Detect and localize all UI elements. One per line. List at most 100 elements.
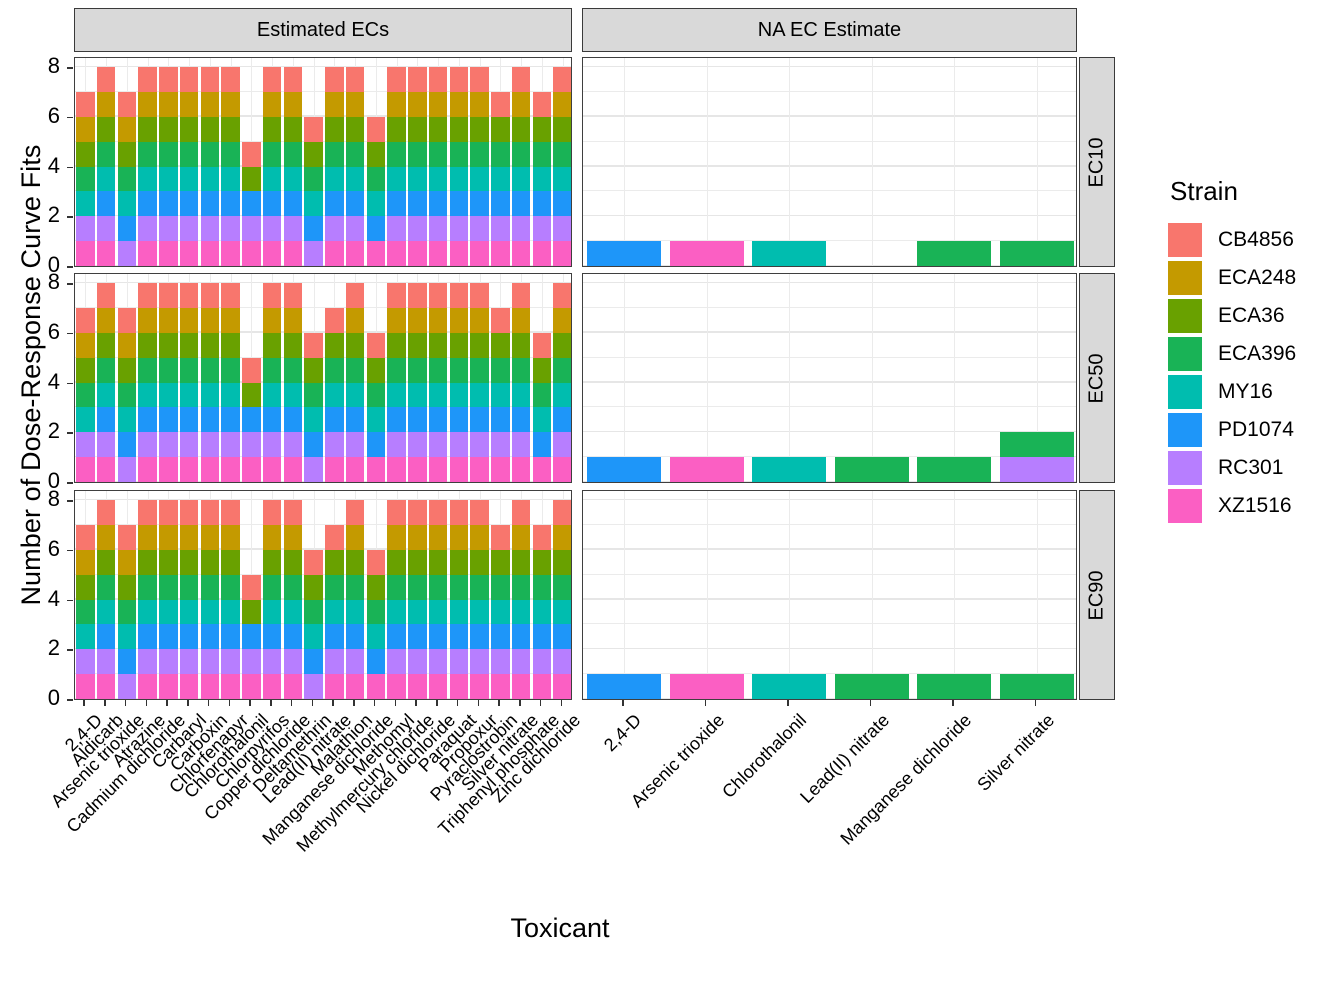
bar-stack[interactable]: [470, 58, 489, 266]
bar-segment[interactable]: [96, 308, 116, 333]
bar-segment[interactable]: [200, 92, 220, 117]
bar-segment[interactable]: [532, 574, 552, 600]
bar-segment[interactable]: [387, 432, 406, 458]
bar-segment[interactable]: [262, 382, 282, 408]
bar-segment[interactable]: [76, 624, 95, 650]
bar-segment[interactable]: [262, 67, 282, 93]
bar-segment[interactable]: [117, 216, 137, 242]
bar-stack[interactable]: [408, 491, 427, 699]
bar-segment[interactable]: [179, 624, 199, 650]
bar-segment[interactable]: [179, 525, 199, 550]
bar-segment[interactable]: [200, 407, 220, 433]
bar-segment[interactable]: [96, 67, 116, 93]
bar-segment[interactable]: [221, 674, 240, 699]
bar-segment[interactable]: [242, 407, 261, 433]
bar-segment[interactable]: [117, 191, 137, 217]
bar-segment[interactable]: [408, 283, 427, 309]
bar-segment[interactable]: [345, 525, 365, 550]
bar-segment[interactable]: [242, 166, 261, 192]
bar-segment[interactable]: [345, 407, 365, 433]
bar-stack[interactable]: [221, 491, 240, 699]
bar-segment[interactable]: [387, 308, 406, 333]
bar-segment[interactable]: [553, 457, 571, 482]
bar-stack[interactable]: [96, 274, 116, 482]
bar-segment[interactable]: [345, 549, 365, 575]
bar-segment[interactable]: [325, 216, 344, 242]
bar-segment[interactable]: [428, 649, 448, 675]
bar-segment[interactable]: [408, 382, 427, 408]
bar-stack[interactable]: [428, 274, 448, 482]
bar-segment[interactable]: [491, 357, 510, 383]
bar-segment[interactable]: [511, 457, 531, 482]
bar-segment[interactable]: [200, 308, 220, 333]
bar-segment[interactable]: [325, 116, 344, 142]
bar-segment[interactable]: [159, 357, 178, 383]
bar-segment[interactable]: [96, 574, 116, 600]
bar-stack[interactable]: [283, 491, 303, 699]
bar-segment[interactable]: [449, 191, 469, 217]
bar-segment[interactable]: [138, 191, 157, 217]
bar-segment[interactable]: [408, 407, 427, 433]
bar-segment[interactable]: [532, 407, 552, 433]
bar-stack[interactable]: [669, 274, 744, 482]
bar-segment[interactable]: [366, 649, 386, 675]
bar-stack[interactable]: [345, 491, 365, 699]
bar-segment[interactable]: [470, 332, 489, 358]
bar-segment[interactable]: [345, 308, 365, 333]
bar-stack[interactable]: [221, 58, 240, 266]
bar-segment[interactable]: [242, 624, 261, 650]
bar-segment[interactable]: [511, 549, 531, 575]
bar-segment[interactable]: [387, 357, 406, 383]
bar-segment[interactable]: [491, 92, 510, 117]
bar-segment[interactable]: [200, 241, 220, 266]
bar-segment[interactable]: [408, 216, 427, 242]
legend-item-cb4856[interactable]: CB4856: [1168, 221, 1344, 259]
bar-segment[interactable]: [345, 216, 365, 242]
bar-segment[interactable]: [999, 432, 1074, 458]
bar-segment[interactable]: [96, 357, 116, 383]
bar-segment[interactable]: [96, 432, 116, 458]
bar-segment[interactable]: [221, 191, 240, 217]
bar-segment[interactable]: [159, 141, 178, 167]
bar-segment[interactable]: [345, 67, 365, 93]
bar-segment[interactable]: [262, 432, 282, 458]
bar-segment[interactable]: [408, 166, 427, 192]
bar-segment[interactable]: [366, 407, 386, 433]
bar-stack[interactable]: [159, 274, 178, 482]
bar-segment[interactable]: [408, 525, 427, 550]
bar-segment[interactable]: [221, 116, 240, 142]
bar-segment[interactable]: [325, 308, 344, 333]
bar-segment[interactable]: [117, 241, 137, 266]
bar-stack[interactable]: [159, 58, 178, 266]
bar-stack[interactable]: [366, 274, 386, 482]
bar-segment[interactable]: [304, 624, 323, 650]
bar-stack[interactable]: [449, 491, 469, 699]
bar-segment[interactable]: [221, 599, 240, 625]
bar-segment[interactable]: [262, 500, 282, 526]
bar-segment[interactable]: [408, 624, 427, 650]
bar-segment[interactable]: [511, 241, 531, 266]
bar-segment[interactable]: [242, 674, 261, 699]
bar-segment[interactable]: [366, 457, 386, 482]
bar-segment[interactable]: [262, 457, 282, 482]
bar-segment[interactable]: [138, 357, 157, 383]
bar-segment[interactable]: [117, 116, 137, 142]
bar-segment[interactable]: [470, 67, 489, 93]
bar-segment[interactable]: [387, 500, 406, 526]
bar-segment[interactable]: [449, 216, 469, 242]
bar-segment[interactable]: [428, 549, 448, 575]
bar-segment[interactable]: [200, 525, 220, 550]
bar-segment[interactable]: [470, 357, 489, 383]
bar-segment[interactable]: [511, 649, 531, 675]
bar-segment[interactable]: [200, 283, 220, 309]
bar-segment[interactable]: [96, 382, 116, 408]
bar-segment[interactable]: [159, 457, 178, 482]
bar-segment[interactable]: [387, 525, 406, 550]
bar-segment[interactable]: [138, 216, 157, 242]
bar-segment[interactable]: [449, 382, 469, 408]
bar-segment[interactable]: [262, 649, 282, 675]
bar-stack[interactable]: [200, 274, 220, 482]
bar-segment[interactable]: [242, 457, 261, 482]
bar-segment[interactable]: [76, 141, 95, 167]
bar-segment[interactable]: [262, 166, 282, 192]
